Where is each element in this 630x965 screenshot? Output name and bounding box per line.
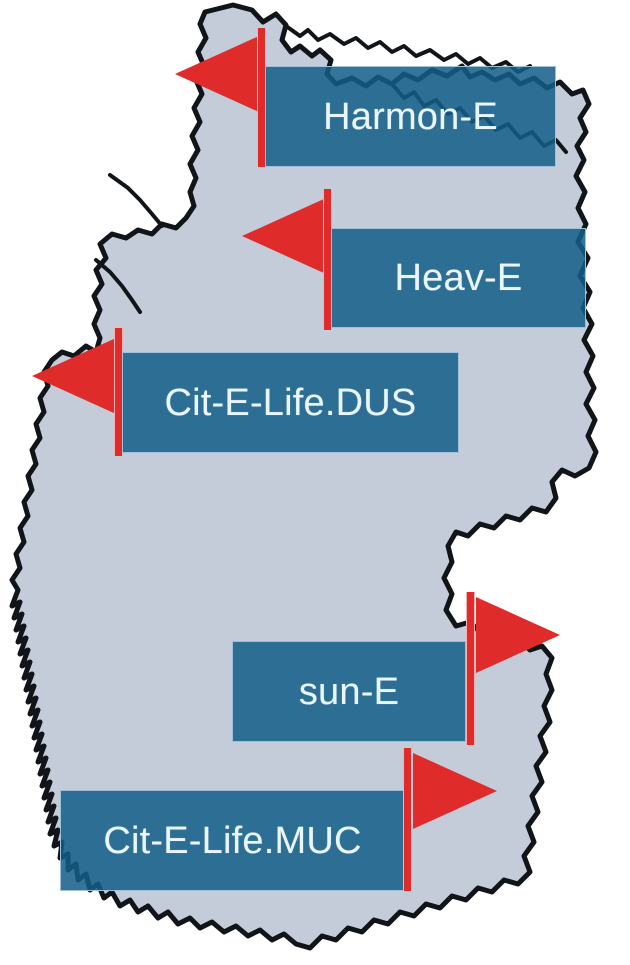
flag-icon-sun-e [476,597,560,673]
flag-icon-heav-e [242,198,326,274]
flag-icon-cit-e-life-muc [413,753,497,829]
flag-icon-cit-e-life-dus [32,338,116,414]
flag-pole-cit-e-life-muc [403,748,412,891]
flag-pole-sun-e [466,592,475,745]
label-text-cit-e-life-dus: Cit-E-Life.DUS [164,381,417,424]
label-text-cit-e-life-muc: Cit-E-Life.MUC [103,819,362,862]
label-box-cit-e-life-muc[interactable]: Cit-E-Life.MUC [60,790,405,891]
label-text-heav-e: Heav-E [394,257,523,299]
label-text-harmon-e: Harmon-E [323,95,498,138]
flag-icon-harmon-e [175,36,259,112]
label-box-cit-e-life-dus[interactable]: Cit-E-Life.DUS [122,352,459,453]
label-box-harmon-e[interactable]: Harmon-E [265,66,556,167]
label-text-sun-e: sun-E [298,670,400,713]
label-box-sun-e[interactable]: sun-E [232,641,466,742]
label-box-heav-e[interactable]: Heav-E [331,228,586,328]
